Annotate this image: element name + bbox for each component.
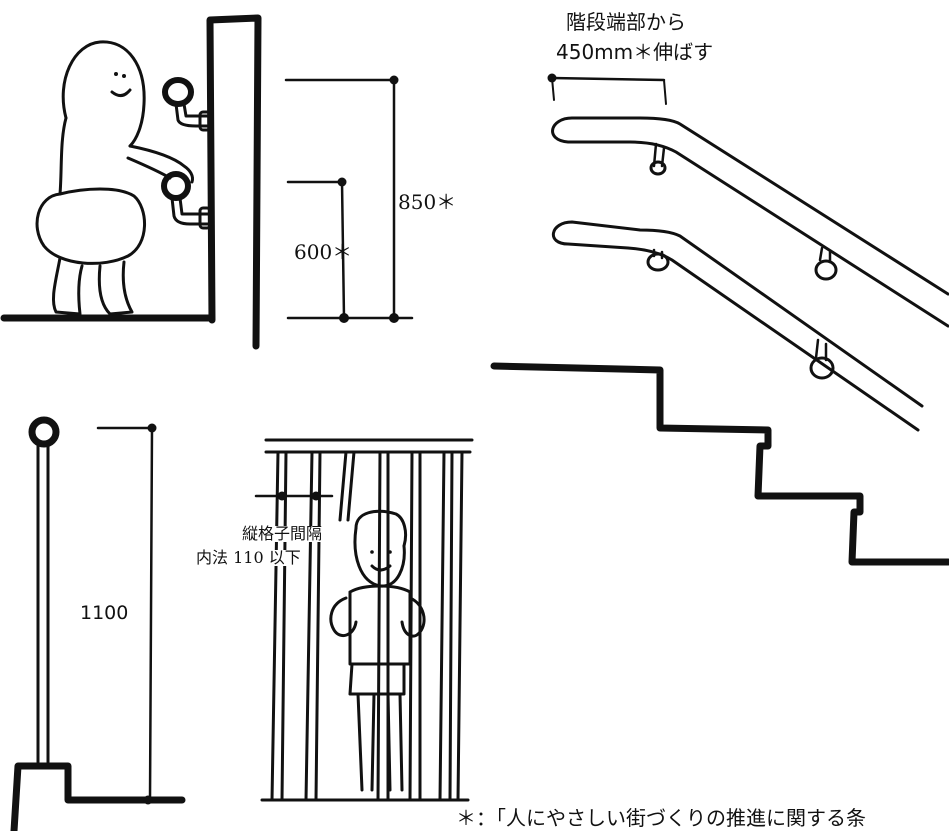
- balusters: [270, 450, 464, 802]
- wall-post: [206, 14, 262, 350]
- guard-rail-post: [36, 444, 50, 764]
- height-dimensions: [284, 75, 414, 323]
- guard-height-dimension: [96, 423, 157, 805]
- extension-label-line1: 階段端部から: [566, 10, 686, 34]
- guard-height-label: 1100: [80, 602, 129, 624]
- upper-height-label: 850＊: [398, 190, 457, 214]
- guard-rail-top: [28, 416, 60, 448]
- extension-label-line2: 450mm＊伸ばす: [556, 40, 714, 64]
- handrail-brackets: [646, 142, 838, 380]
- guard-floor-step: [10, 762, 186, 831]
- stair-steps: [490, 362, 949, 566]
- extension-dimension: [547, 73, 667, 105]
- child-figure: [329, 509, 426, 792]
- top-rail: [264, 438, 474, 454]
- lower-sloping-handrail: [551, 220, 924, 432]
- upper-sloping-handrail: [551, 116, 949, 328]
- spacing-dimension: [254, 491, 334, 501]
- lower-handrail: [161, 171, 212, 230]
- upper-handrail: [162, 77, 212, 132]
- lower-height-label: 600＊: [294, 240, 353, 264]
- footnote: ＊：「人にやさしい街づくりの推進に関する条: [456, 808, 866, 828]
- baluster-note-line2: 内法 110 以下: [194, 548, 303, 567]
- baluster-panel: [254, 438, 474, 802]
- guard-rail-panel: [10, 416, 186, 831]
- double-handrail-panel: [0, 14, 414, 350]
- staircase-panel: [490, 73, 949, 566]
- person-figure: [35, 40, 194, 316]
- baluster-note-line1: 縦格子間隔: [240, 524, 325, 543]
